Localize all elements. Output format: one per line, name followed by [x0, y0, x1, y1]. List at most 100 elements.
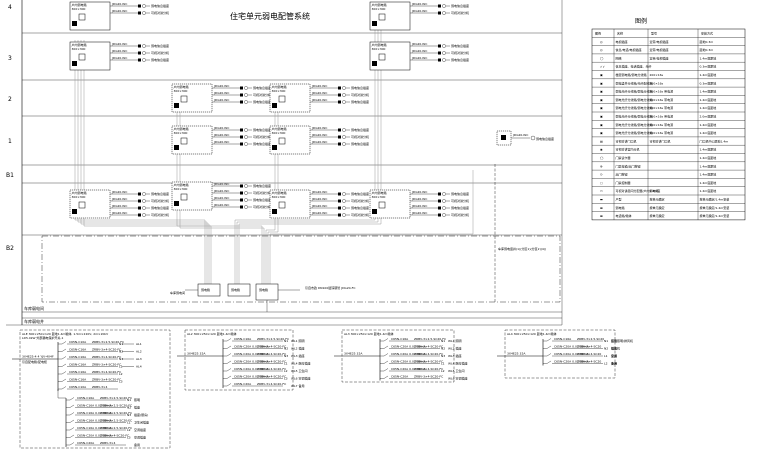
unit-box-lead: JDG20-WC [311, 84, 327, 88]
unit-box-lead: JDG20-WC [111, 211, 127, 215]
unit-box-size: 300×300 [174, 187, 188, 191]
legend-cell: 电话箱/箱体 [616, 213, 632, 218]
legend-cell: 1.4m底距地 [700, 163, 717, 168]
panel-breaker: C65N-C16A 0.03 30mA [77, 411, 113, 415]
legend-cell: 门禁电锁/出门按钮 [616, 163, 641, 168]
panel-load: WL2 插座 [291, 346, 305, 351]
panel-cable: ZRBV-3×4 [92, 385, 107, 389]
unit-box-device: 弱电信息插座 [253, 85, 271, 90]
panel-breaker: C65N-C20A 0.03 30mA [234, 367, 270, 371]
unit-box-lead: JDG20-WC [311, 91, 327, 95]
legend-cell: 可视对讲门口机 [616, 138, 637, 143]
unit-box-device: 弱电信息插座 [451, 57, 469, 62]
unit-box-lead: JDG20-WC [311, 190, 327, 194]
panel-breaker: C65N-C16A [69, 378, 87, 382]
unit-box-lead: JDG20-WC [111, 2, 127, 6]
legend-cell: 1.4m底距地 [700, 89, 717, 94]
floor-frame [6, 0, 563, 326]
unit-box-lead: JDG20-WC [213, 196, 229, 200]
panel-breaker: C65N-C20A 0.03 30mA [234, 345, 270, 349]
unit-box-size: 300×300 [272, 195, 286, 199]
unit-box-size: 300×300 [272, 131, 286, 135]
panel-head2: LD5.0kW 外部漏电保护开关-1 [22, 335, 63, 340]
legend-cell: 1.4m底 [650, 188, 661, 193]
panel-head: AL4 300×250×120 距地1.4m箱体 [507, 331, 556, 336]
garage-room-label: 车库弱电间 [170, 290, 185, 295]
panel-breaker: C65N-C16A 0.03 30mA [77, 426, 113, 430]
legend-cell: 按单元确定/1.4m安装 [700, 213, 730, 218]
unit-box-device: 可视对讲分机 [451, 10, 469, 15]
legend-cell: 按单元确定 [650, 213, 665, 218]
panel-tag: 备用 [611, 361, 617, 366]
panel-load: WL1 照明 [291, 339, 305, 343]
legend-cell: 200×16s 带电源 [650, 105, 674, 110]
panel-load: WL5 卫生间 [448, 368, 465, 373]
panel-phase: L2 [441, 369, 445, 373]
panel-cable: ZRBV-3×4-SC20-FC [92, 378, 121, 382]
unit-box-title: 户内弱电箱 [372, 2, 387, 7]
legend-cell: 可视对讲门口机 [650, 138, 671, 143]
legend-header: 图例 [595, 31, 601, 36]
unit-box-lead: JDG20-WC [311, 211, 327, 215]
right-note: 车库弱电竖井(1)(分区1)(分区2)(4)) [498, 246, 546, 251]
legend-cell: 弱电光纤分线箱/弱电分线箱 [616, 114, 653, 119]
legend-cell: 1.4m底距地 [700, 130, 717, 135]
garage-box-2[interactable] [227, 283, 251, 297]
unit-box-lead: JDG20-WC [213, 189, 229, 193]
panel-feed2: 引自配电箱/配电柜 [22, 359, 47, 364]
unit-box-size: 300×300 [372, 7, 386, 11]
unit-box-device: 弱电信息插座 [151, 205, 169, 210]
unit-box-device: 可视对讲分机 [351, 198, 369, 203]
unit-box-device: 弱电信息插座 [151, 57, 169, 62]
unit-box-device: 可视对讲分机 [451, 50, 469, 55]
panel-tag: AL3 [136, 357, 142, 361]
legend-cell: 200×16s [650, 73, 664, 77]
unit-box-title: 户内弱电箱 [72, 2, 87, 7]
panel-breaker: C65N-C20A 0.03 30mA [234, 352, 270, 356]
unit-box-lead: JDG20-WC [411, 211, 427, 215]
legend-cell: 1.4m底距地 [700, 55, 717, 60]
panel-load: 备用 [611, 361, 617, 366]
legend-cell: 200×16s 带电源 [650, 114, 674, 119]
garage-box-3[interactable] [255, 283, 279, 301]
unit-box-device: 可视对讲分机 [253, 204, 271, 209]
panel-load: 空调插座 [134, 427, 146, 432]
panel-cable: ZRBV-3×4-SC20-FC [414, 367, 443, 371]
unit-box-device: 可视对讲分机 [151, 50, 169, 55]
distribution-panel-1[interactable]: ALE 300×250×120 距地1.4m箱体, 1.5m×220V, 2m×… [12, 329, 171, 449]
panel-cable: ZRBV-3×4-SC20-FC [257, 375, 286, 379]
unit-box-device: 弱电信息插座 [351, 127, 369, 132]
panel-breaker: C65N-C20A [391, 375, 409, 379]
legend-cell: ▬ [600, 206, 603, 210]
panel-load: WL3 插座 [448, 353, 462, 358]
garage-cabinet-label: 车库弱电井 [24, 318, 44, 324]
legend-cell: 200×16s 带电源 [650, 97, 674, 102]
panel-load: WL4 厨房插座 [291, 361, 311, 366]
legend-cell: 楼层弱电箱/弱电分线箱 [616, 72, 647, 77]
panel-feed: 3X4E25-4 4 YJV-4X4F [22, 355, 54, 359]
panel-phase: N1 [441, 339, 445, 343]
panel-cable: ZRBV-3×4-SC20-FC [92, 348, 121, 352]
legend-cell: 弱电光纤分线箱/弱电分线箱 [616, 89, 653, 94]
panel-load: WL3 插座 [291, 353, 305, 358]
unit-box-title: 户内弱电箱 [272, 84, 287, 89]
legend-cell: 弱电箱 [616, 205, 625, 210]
diagram-title: 住宅单元弱电配管系统 [230, 11, 310, 21]
legend-cell: 可视对讲层间分配器/户内弱电箱 [616, 188, 659, 193]
panel-tag: 备用 [611, 353, 617, 358]
